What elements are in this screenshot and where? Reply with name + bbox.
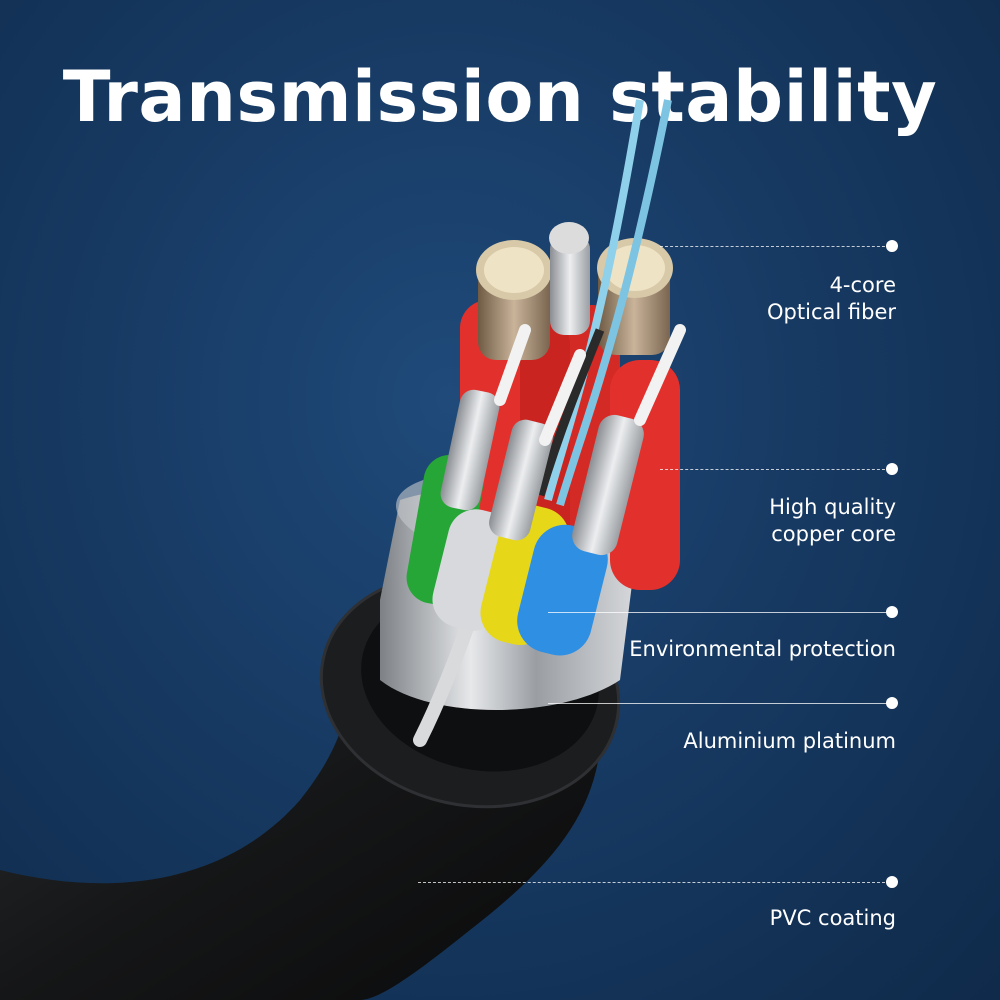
- label-optical-fiber: 4-core Optical fiber: [767, 272, 896, 326]
- label-copper-core-line-1: High quality: [769, 495, 896, 519]
- marker-dot-pvc-coating: [886, 876, 898, 888]
- label-aluminium-platinum: Aluminium platinum: [683, 728, 896, 755]
- leader-line-optical-fiber: [660, 246, 890, 247]
- label-optical-fiber-line-2: Optical fiber: [767, 300, 896, 324]
- label-environmental-protection: Environmental protection: [629, 636, 896, 663]
- marker-dot-copper-core: [886, 463, 898, 475]
- label-pvc-coating-line-1: PVC coating: [769, 906, 896, 930]
- leader-line-aluminium-platinum: [548, 703, 890, 704]
- leader-line-environmental-protection: [548, 612, 890, 613]
- marker-dot-optical-fiber: [886, 240, 898, 252]
- label-pvc-coating: PVC coating: [770, 905, 896, 932]
- marker-dot-aluminium-platinum: [886, 697, 898, 709]
- label-optical-fiber-line-1: 4-core: [829, 273, 896, 297]
- label-aluminium-platinum-line-1: Aluminium platinum: [683, 729, 896, 753]
- page-title: Transmission stability: [62, 56, 938, 138]
- leader-line-pvc-coating: [418, 882, 890, 883]
- marker-dot-environmental-protection: [886, 606, 898, 618]
- blue-conductor: [517, 524, 608, 656]
- leader-line-copper-core: [660, 469, 890, 470]
- label-copper-core: High quality copper core: [769, 494, 896, 548]
- label-copper-core-line-2: copper core: [771, 522, 896, 546]
- label-environmental-protection-line-1: Environmental protection: [629, 637, 896, 661]
